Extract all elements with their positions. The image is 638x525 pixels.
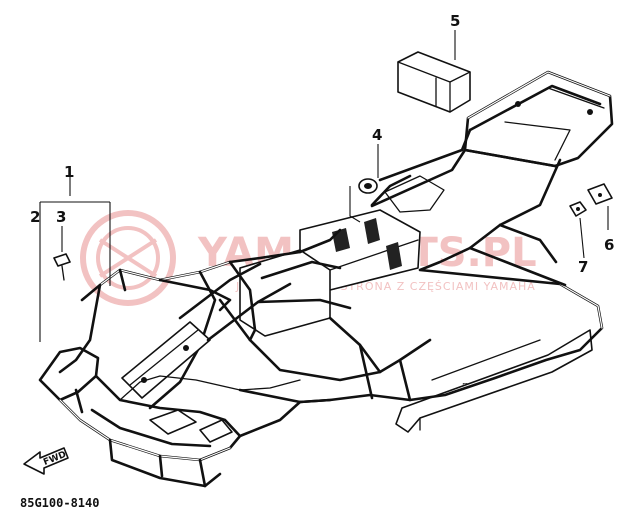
forward-arrow-label: FWD bbox=[42, 450, 68, 468]
rear-frame bbox=[370, 70, 614, 208]
part-5-battery-box bbox=[397, 51, 471, 113]
callout-7: 7 bbox=[578, 258, 588, 276]
floor-pan bbox=[395, 329, 593, 433]
steering-mount bbox=[121, 262, 352, 399]
callout-5: 5 bbox=[450, 12, 460, 30]
callout-3: 3 bbox=[56, 208, 66, 226]
svg-text:⌐: ⌐ bbox=[462, 380, 468, 388]
callout-6: 6 bbox=[604, 236, 614, 254]
forward-arrow-icon: FWD bbox=[23, 447, 69, 475]
leader-lines bbox=[39, 30, 609, 342]
part-6-bracket bbox=[587, 183, 613, 205]
part-7-nut bbox=[569, 201, 587, 217]
frame-drawing: ⌐ bbox=[38, 70, 614, 488]
part-3-bolt bbox=[53, 253, 71, 281]
front-bumper bbox=[38, 346, 332, 488]
watermark-logo-icon bbox=[80, 210, 176, 306]
part-4-grommet bbox=[358, 178, 378, 194]
callout-1: 1 bbox=[64, 163, 74, 181]
part-code: 85G100-8140 bbox=[20, 496, 100, 510]
callout-2: 2 bbox=[30, 208, 40, 226]
callouts: 1 2 3 4 5 6 7 bbox=[30, 12, 614, 276]
callout-4: 4 bbox=[372, 126, 382, 144]
